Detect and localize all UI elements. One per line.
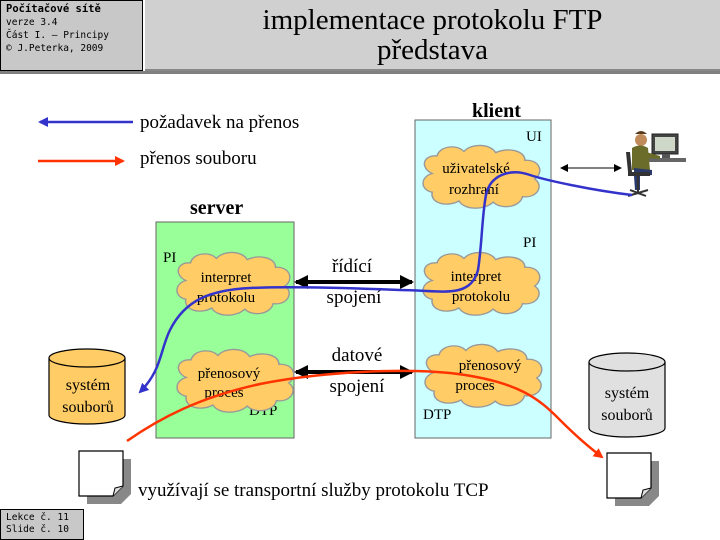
server-label: server [190,197,243,219]
server-document-icon [78,450,131,504]
client-label: klient [472,100,521,122]
course-part: Část I. – Principy [6,30,109,41]
slide-number: Slide č. 10 [6,524,69,535]
user-at-computer-icon [626,131,686,197]
client-filesystem-l2: souborů [601,407,653,424]
course-title: Počítačové sítě [6,3,101,15]
server-interpreter-l2: protokolu [197,290,256,306]
server-filesystem-l1: systém [66,377,111,394]
server-transfer-l1: přenosový [198,366,261,382]
data-connection-l2: spojení [330,376,386,397]
server-interpreter-l1: interpret [201,270,253,286]
client-filesystem-l1: systém [605,385,650,402]
legend-request-label: požadavek na přenos [140,112,299,133]
client-interpreter-l2: protokolu [452,289,511,305]
course-version: verze 3.4 [6,17,58,28]
transfer-path [126,369,604,459]
server-pi-label: PI [163,250,176,266]
lecture-number: Lekce č. 11 [6,512,69,523]
slide-footer: Lekce č. 11 Slide č. 10 [0,509,84,540]
legend-transfer-label: přenos souboru [140,148,257,169]
control-connection-l2: spojení [327,287,383,308]
course-copyright: © J.Peterka, 2009 [6,43,104,54]
slide-title: implementace protokolu FTP představa [145,0,720,71]
control-connection-l1: řídící [332,256,373,277]
client-document-icon [606,452,659,506]
client-transfer-l2: proces [455,378,494,394]
title-divider [0,71,720,74]
data-connection-l1: datové [332,345,383,366]
client-transfer-cloud [424,343,543,408]
slide-title-line1: implementace protokolu FTP [262,4,603,36]
client-dtp-label: DTP [423,407,451,423]
client-filesystem-cylinder [588,352,666,438]
client-pi-label: PI [523,235,536,251]
client-ui-label: UI [526,129,542,145]
client-ui-l1: uživatelské [442,161,510,177]
request-path [138,171,633,394]
slide-title-line2: představa [376,34,489,66]
bottom-note: využívají se transportní služby protokol… [138,480,489,501]
server-filesystem-cylinder [48,348,126,425]
client-transfer-l1: přenosový [459,358,522,374]
course-info-box: Počítačové sítě verze 3.4 Část I. – Prin… [0,0,143,71]
server-filesystem-l2: souborů [62,399,114,416]
